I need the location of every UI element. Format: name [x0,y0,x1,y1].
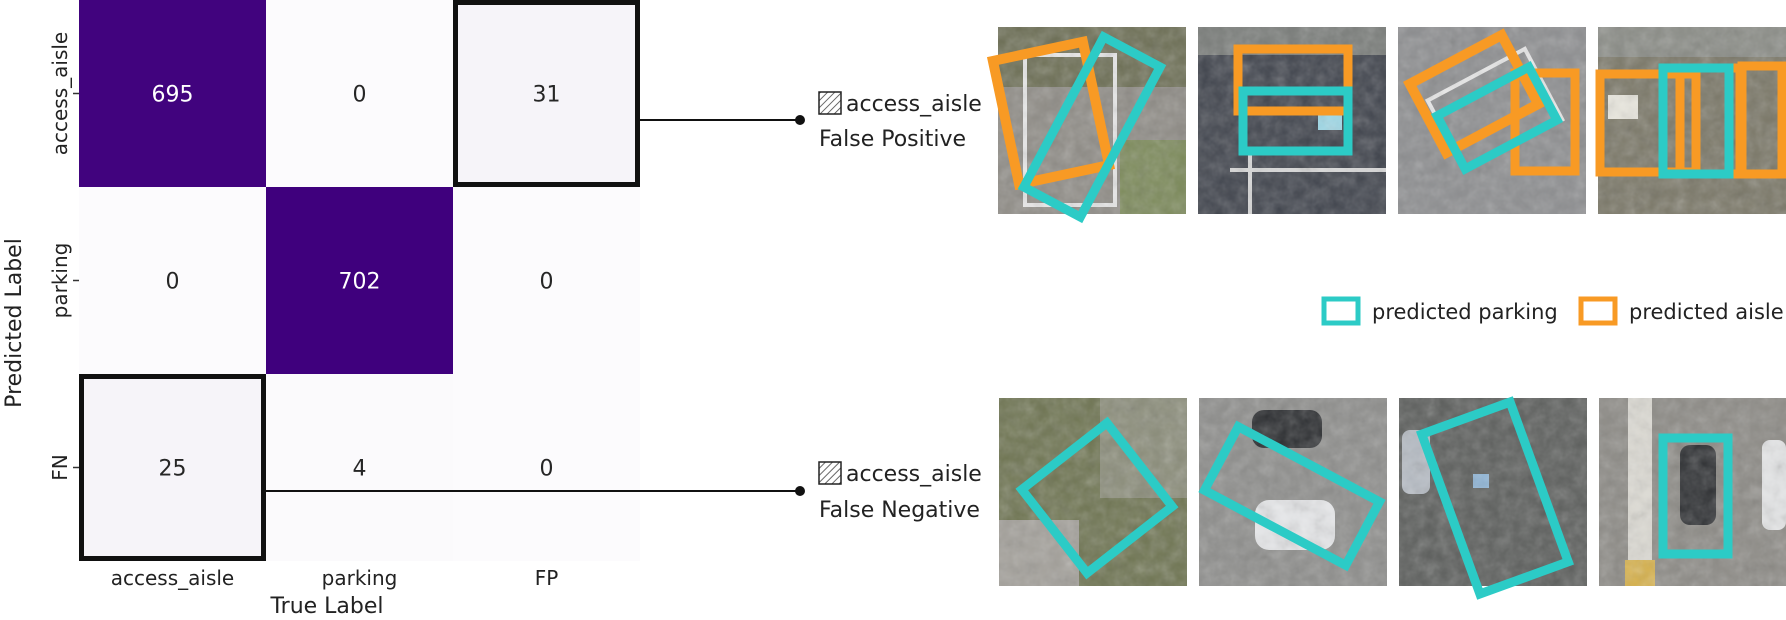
fn-connector-dot [795,486,805,496]
cell-value-label: 0 [166,270,180,295]
confusion-matrix: 695 0 31 0 702 0 25 4 0 [79,0,640,561]
fp-connector-dot [795,115,805,125]
fn-thumbnail-3 [1399,396,1587,600]
x-tick-label: FP [535,566,559,590]
box-legend: predicted parking predicted aisle [1321,296,1784,326]
legend-parking-swatch [1321,296,1361,326]
fn-type-label: False Negative [819,498,980,523]
fn-thumbnail-2 [1198,398,1387,586]
y-tick-label: FN [48,454,72,480]
fp-thumbnail-3 [1398,27,1586,214]
heatmap-cell [79,0,266,187]
false-positive-thumbnails [986,27,1786,224]
false-positive-note: access_aisle False Positive [818,91,982,152]
y-tick-label: access_aisle [48,32,72,156]
heatmap-cell [453,187,640,374]
false-negative-note: access_aisle False Negative [818,461,982,523]
cell-value-label: 4 [353,457,367,482]
heatmap-cell [79,187,266,374]
heatmap-cell [453,374,640,561]
cell-value-label: 702 [339,270,381,295]
heatmap-cell [266,187,453,374]
false-negative-thumbnails [999,396,1786,600]
hatch-swatch-icon [818,461,842,485]
heatmap-cell [453,0,640,187]
annotation-connectors [266,115,805,496]
y-axis-title: Predicted Label [2,238,27,408]
cell-value-label: 25 [159,457,187,482]
fp-thumbnail-2 [1198,27,1386,214]
cell-value-label: 0 [540,457,554,482]
highlighted-cell-border [79,374,266,561]
highlighted-cell-border [453,0,640,187]
fp-thumbnail-4 [1595,27,1786,214]
x-tick-labels: access_aisle parking FP [111,566,559,590]
hatch-swatch-icon [818,91,842,115]
cell-value-label: 0 [540,270,554,295]
cell-value-label: 0 [353,83,367,108]
x-tick-label: parking [322,566,398,590]
legend-parking-label: predicted parking [1372,300,1558,324]
x-tick-label: access_aisle [111,566,235,590]
fp-class-label: access_aisle [846,92,982,117]
fn-thumbnail-1 [999,398,1187,586]
cell-value-label: 695 [152,83,194,108]
heatmap-cell [266,374,453,561]
fp-thumbnail-1 [986,27,1186,224]
fn-thumbnail-4 [1599,398,1786,586]
fn-class-label: access_aisle [846,462,982,487]
legend-aisle-swatch [1578,296,1618,326]
fp-type-label: False Positive [819,127,966,152]
legend-aisle-label: predicted aisle [1629,300,1784,324]
y-tick-label: parking [48,243,72,319]
x-axis-title: True Label [269,594,383,619]
heatmap-cell [79,374,266,561]
cell-value-label: 31 [533,83,561,108]
heatmap-cell [266,0,453,187]
